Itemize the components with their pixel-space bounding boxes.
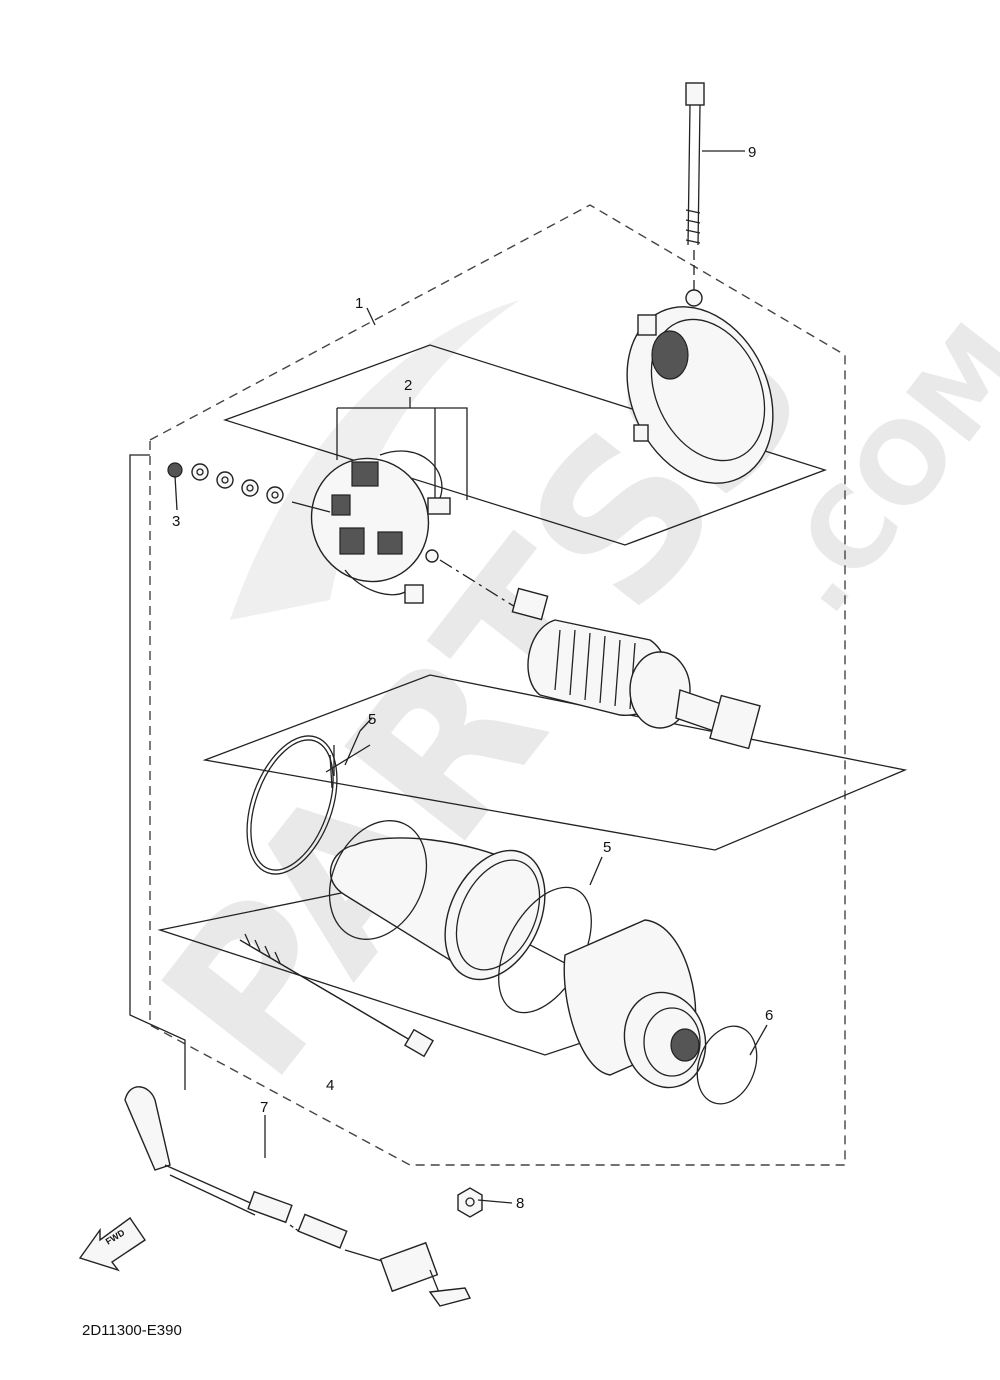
harness-bracket bbox=[129, 454, 186, 1090]
center-axis bbox=[439, 559, 521, 611]
callout-9: 9 bbox=[748, 144, 756, 161]
callout-4: 4 bbox=[326, 1077, 334, 1094]
callout-1: 1 bbox=[355, 295, 363, 312]
assembly-outline bbox=[149, 204, 846, 1166]
o-ring-left bbox=[246, 735, 338, 875]
hex-nut bbox=[457, 1187, 483, 1218]
drawing-code: 2D11300-E390 bbox=[82, 1322, 182, 1339]
fwd-arrow-icon: FWD bbox=[78, 1217, 146, 1272]
armature bbox=[511, 587, 761, 750]
callout-6: 6 bbox=[765, 1007, 773, 1024]
long-bolt bbox=[685, 82, 705, 290]
through-bolt bbox=[239, 933, 434, 1058]
rear-end-cover bbox=[626, 289, 774, 484]
plane-end-cover bbox=[222, 344, 827, 546]
callout-5-left: 5 bbox=[368, 711, 376, 728]
lead-wire bbox=[124, 1086, 472, 1307]
callout-labels: 1 2 3 4 5 5 6 7 8 9 bbox=[172, 144, 773, 1212]
callout-leaders bbox=[174, 150, 768, 1204]
callout-5-right: 5 bbox=[603, 839, 611, 856]
callout-8: 8 bbox=[516, 1195, 524, 1212]
callout-7: 7 bbox=[260, 1099, 268, 1116]
front-cover bbox=[563, 919, 707, 1089]
callout-2: 2 bbox=[404, 377, 412, 394]
yoke-housing bbox=[328, 820, 546, 981]
plane-armature bbox=[202, 674, 908, 851]
brush-holder bbox=[310, 450, 451, 604]
callout-2-bracket bbox=[336, 397, 468, 500]
o-ring-left-inner bbox=[250, 739, 334, 871]
o-ring-small bbox=[696, 1025, 758, 1105]
washer-stack bbox=[167, 462, 331, 513]
callout-3: 3 bbox=[172, 513, 180, 530]
